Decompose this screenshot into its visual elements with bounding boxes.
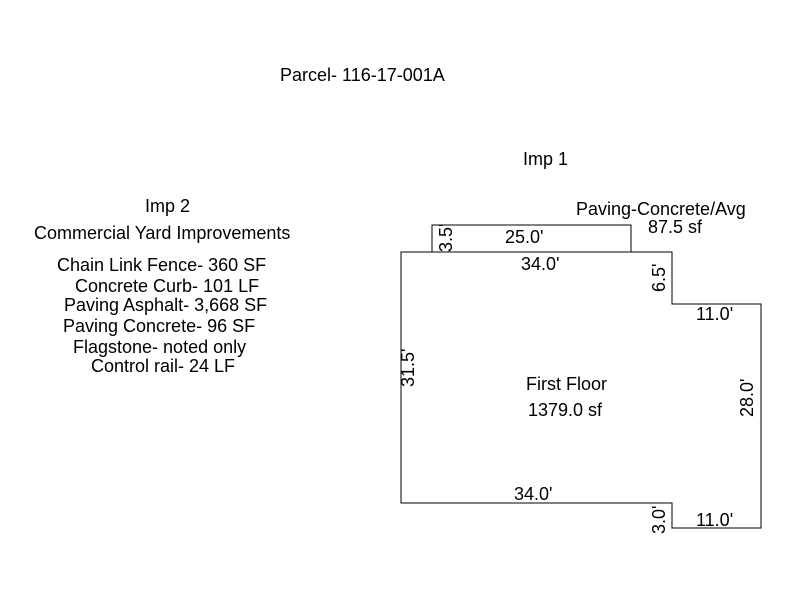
paving-outline xyxy=(431,224,632,252)
dim-paving-left: 3.5' xyxy=(436,224,456,252)
floor-area: 1379.0 sf xyxy=(528,400,603,420)
imp2-item-chain-link-fence: Chain Link Fence- 360 SF xyxy=(57,255,267,275)
imp2-title: Commercial Yard Improvements xyxy=(34,223,291,243)
first-floor-outline xyxy=(400,251,762,529)
imp2-item-concrete-curb: Concrete Curb- 101 LF xyxy=(75,276,260,296)
imp2-item-control-rail: Control rail- 24 LF xyxy=(91,356,236,376)
dim-bottom-step-vertical: 3.0' xyxy=(649,506,669,534)
dim-right-main: 28.0' xyxy=(737,379,757,417)
parcel-title: Parcel- 116-17-001A xyxy=(280,65,445,85)
imp2-item-paving-asphalt: Paving Asphalt- 3,668 SF xyxy=(64,295,268,315)
dim-top-main: 34.0' xyxy=(521,254,559,274)
imp2-item-flagstone: Flagstone- noted only xyxy=(73,337,247,357)
dim-left-main: 31.5' xyxy=(398,349,418,387)
dim-bottom-step-horizontal: 11.0' xyxy=(696,510,733,530)
floor-name: First Floor xyxy=(526,374,607,394)
dim-step-horizontal: 11.0' xyxy=(696,304,733,324)
dim-step-vertical: 6.5' xyxy=(649,264,669,292)
paving-title: Paving-Concrete/Avg xyxy=(576,199,746,219)
imp2-label: Imp 2 xyxy=(145,196,191,216)
paving-area: 87.5 sf xyxy=(648,217,703,237)
imp1-label: Imp 1 xyxy=(523,149,569,169)
dim-paving-top: 25.0' xyxy=(505,227,543,247)
dim-bottom-main: 34.0' xyxy=(514,484,552,504)
imp2-item-paving-concrete: Paving Concrete- 96 SF xyxy=(63,316,256,336)
